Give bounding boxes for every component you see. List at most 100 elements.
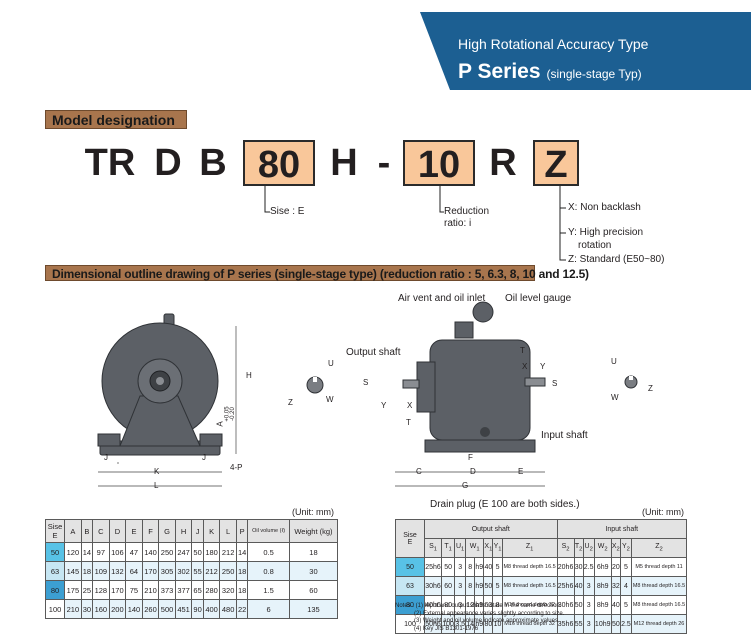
input-shaft-end-icon [624, 375, 638, 389]
cell: 3 [454, 576, 467, 596]
th-s2: S2 [556, 538, 575, 558]
option-z: Z: Standard (E50~80) [568, 254, 665, 265]
dim-j-left: J [104, 453, 108, 462]
output-shaft-label: Output shaft [346, 347, 401, 358]
cell: 8 [465, 557, 476, 577]
dim-g: G [462, 481, 469, 490]
cell: 2.5 [619, 614, 632, 634]
series-note: (single-stage Typ) [546, 67, 642, 81]
th-s1: S1 [423, 538, 443, 558]
cell: h9 [474, 576, 485, 596]
option-x: X: Non backlash [568, 202, 641, 213]
th-x1: X1 [483, 538, 494, 558]
cell: 75 [125, 580, 143, 600]
cell: 170 [108, 580, 127, 600]
cell: 500 [158, 599, 176, 619]
size-sub: E [52, 531, 58, 540]
col: X [484, 543, 490, 551]
dim-t1: T [406, 418, 411, 427]
cell: 128 [92, 580, 110, 600]
notes: Notes : (1) Input and output shafts rota… [395, 603, 564, 633]
cell: 50 [395, 557, 425, 577]
cell: 63 [44, 561, 66, 581]
dim-z1: Z [288, 398, 293, 407]
dim-e: E [518, 467, 524, 476]
dim-4p: 4-P [230, 463, 243, 472]
cell: 377 [174, 580, 193, 600]
cell: 175 [64, 580, 82, 600]
cell: 6 [247, 599, 290, 619]
dim-s1: S [363, 378, 369, 387]
cell: 40 [483, 557, 494, 577]
th-w2: W2 [593, 538, 612, 558]
sub: 1 [489, 546, 493, 553]
sub: 1 [530, 546, 534, 553]
cell: 90 [191, 599, 204, 619]
model-designation-label: Model designation [45, 110, 187, 129]
dim-u1: U [328, 359, 334, 368]
cell: 80 [44, 580, 66, 600]
dim-d: D [470, 467, 476, 476]
cell: 3 [582, 576, 595, 596]
input-shaft-head: Input shaft [556, 519, 688, 539]
cell: 50 [44, 542, 66, 562]
cell: 65 [191, 580, 204, 600]
cell: 451 [174, 599, 193, 619]
note-4: (4) Key JIS B1301-1976 [414, 625, 479, 632]
cell: 135 [288, 599, 339, 619]
dim-l: L [154, 481, 159, 490]
cell: M8 thread depth 16.5 [630, 595, 688, 615]
ratio-note-1: Reduction [444, 206, 490, 217]
dim-c: C [416, 467, 422, 476]
cell: 50 [441, 557, 456, 577]
dim-f: F [468, 453, 473, 462]
output-shaft-head: Output shaft [424, 519, 558, 539]
col: W [469, 543, 477, 551]
cell: 18 [288, 542, 339, 562]
dimensional-drawing-label: Dimensional outline drawing of P series … [45, 265, 589, 281]
cell: 30 [573, 557, 584, 577]
header-banner [420, 12, 751, 90]
model-part-tr: TR [84, 142, 136, 184]
cell: 247 [174, 542, 193, 562]
sub: 1 [498, 546, 502, 553]
th-K: K [202, 519, 221, 543]
note-1: Notes : (1) Input and output shafts rota… [395, 603, 562, 609]
cell: 30 [288, 561, 339, 581]
cell: 60 [441, 576, 456, 596]
cell: 14 [80, 542, 94, 562]
cell: 100 [44, 599, 66, 619]
col: W [597, 543, 605, 551]
series-name: P Series [458, 60, 541, 83]
sub: 2 [566, 546, 570, 553]
th-C: C [92, 519, 110, 543]
th-x2: X2 [610, 538, 621, 558]
cell: 8h9 [593, 576, 612, 596]
cell: 25h6 [556, 576, 575, 596]
cell: 106 [108, 542, 127, 562]
cell: 6h9 [593, 557, 612, 577]
cell: 145 [64, 561, 82, 581]
dim-u2: U [611, 357, 617, 366]
sub: 1 [476, 546, 480, 553]
table2-unit: (Unit: mm) [642, 507, 684, 517]
dim-x2: X [522, 362, 528, 371]
size-sub: E [407, 538, 413, 546]
th-L: L [219, 519, 237, 543]
ratio-note-2: ratio: i [444, 218, 472, 229]
cell: 305 [158, 561, 176, 581]
cell: 210 [64, 599, 82, 619]
model-part-dash: - [377, 142, 391, 184]
cell: 22 [235, 599, 249, 619]
col: U [584, 543, 590, 551]
cell: 97 [92, 542, 110, 562]
cell: 212 [202, 561, 221, 581]
col: Y [622, 543, 627, 551]
cell: 180 [202, 542, 221, 562]
cell: 20h6 [556, 557, 575, 577]
